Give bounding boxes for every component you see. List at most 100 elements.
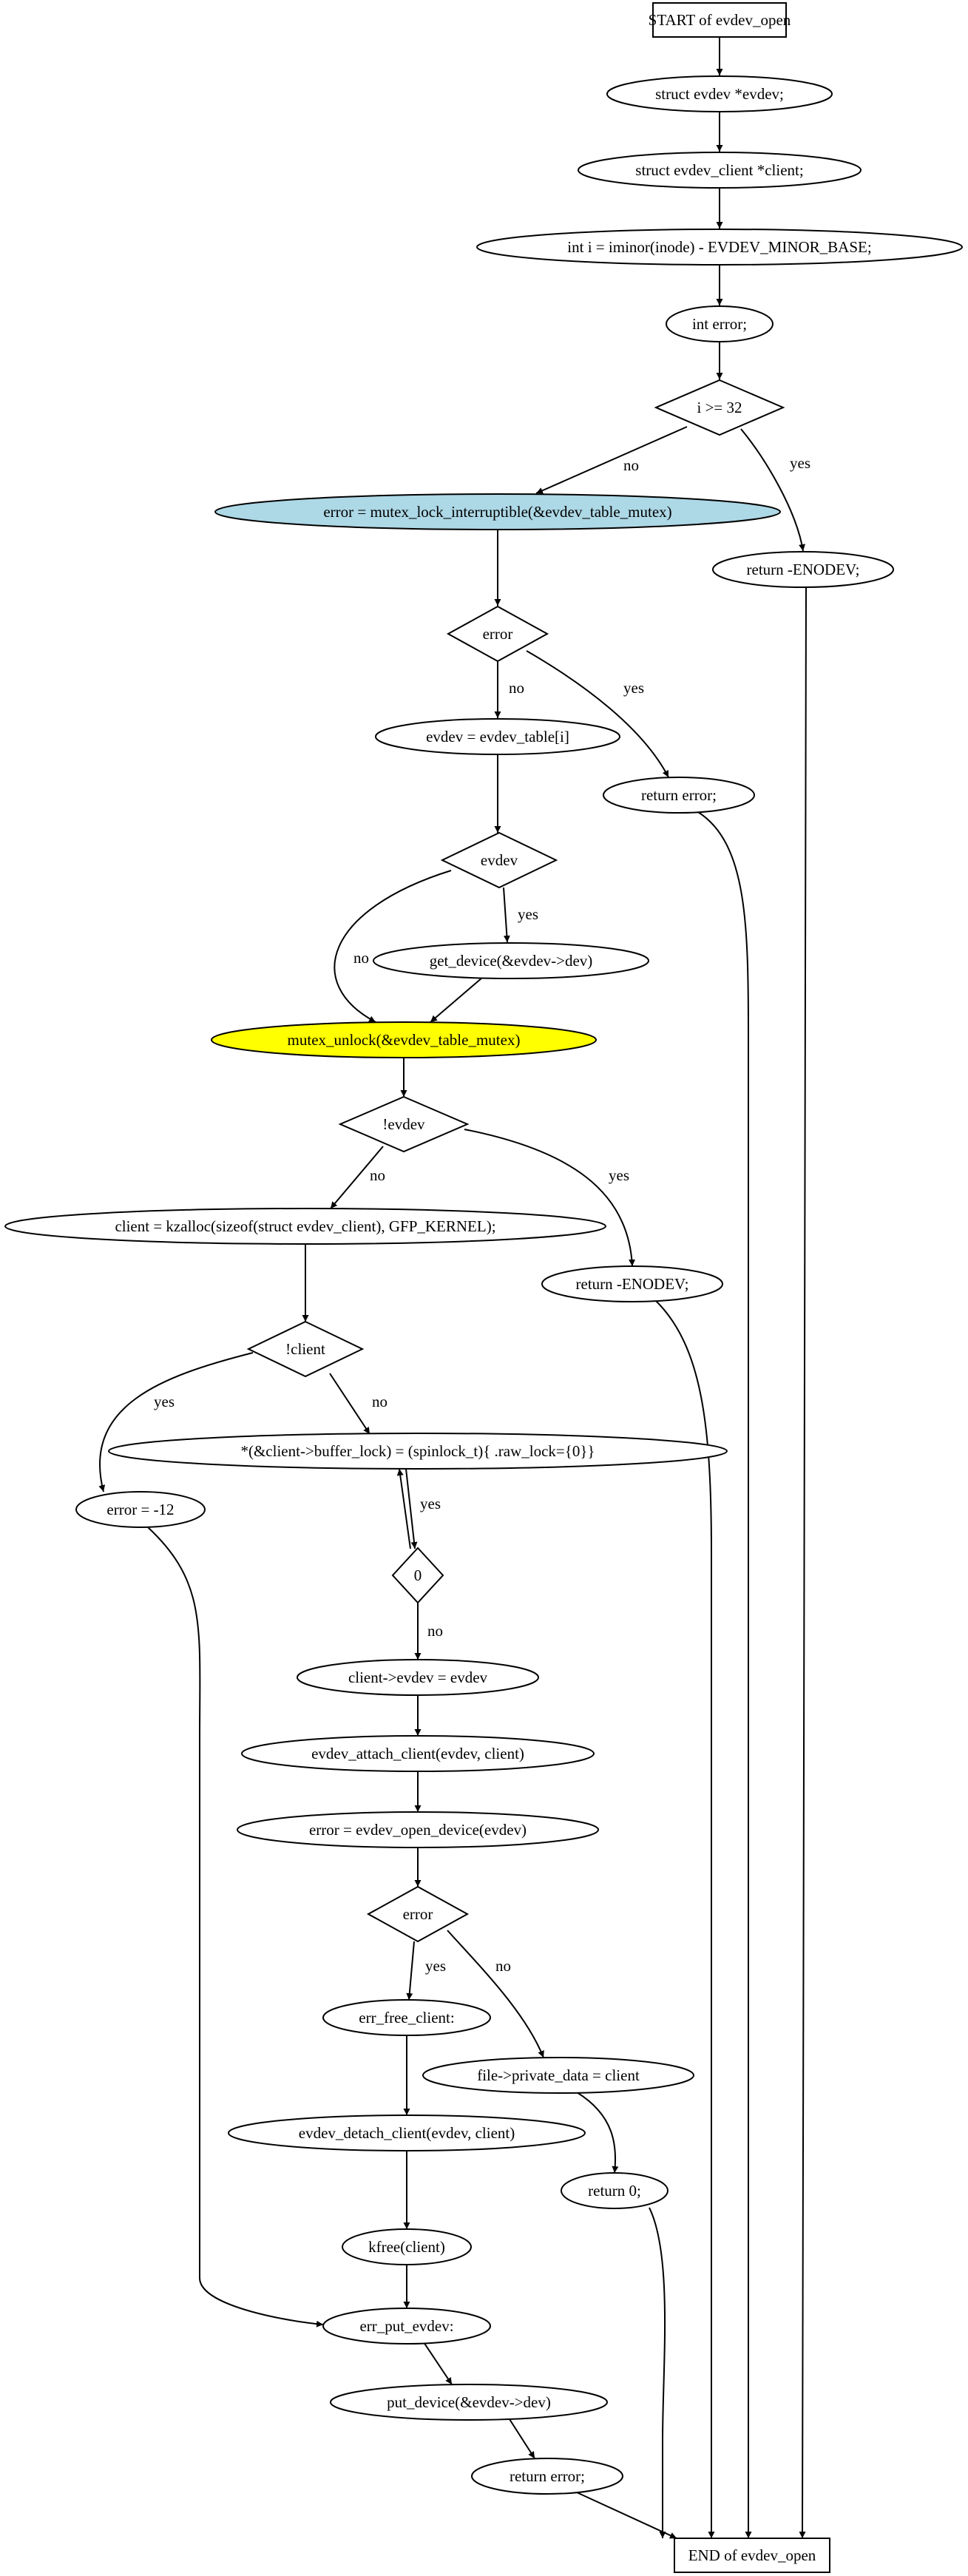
node-ret-error1: return error; [603,777,755,814]
node-cond-i: i >= 32 [654,379,785,436]
edge-arrow-16 [330,1146,384,1209]
edge-arrow-27 [406,1941,415,2001]
node-cond-not-evdev-label: !evdev [382,1115,425,1133]
node-client-evdev-shape [297,1659,539,1696]
edge-label-cond-not-client-yes: yes [154,1393,175,1410]
node-assign-evdev-label: evdev = evdev_table[i] [426,728,569,746]
node-lock: error = mutex_lock_interruptible(&evdev_… [214,493,781,530]
edge-arrow-39 [697,811,752,2538]
node-spinlock-label: *(&client->buffer_lock) = (spinlock_t){ … [240,1442,595,1460]
node-err-put-evdev-label: err_put_evdev: [359,2317,453,2335]
edge-label-cond-i-yes: yes [790,454,810,472]
node-put-device-label: put_device(&evdev->dev) [387,2393,551,2411]
edge-arrow-35 [509,2418,535,2459]
node-attach-label: evdev_attach_client(evdev, client) [311,1745,524,1762]
node-open-device: error = evdev_open_device(evdev) [237,1811,599,1848]
node-kfree-shape [342,2228,472,2265]
node-open-device-label: error = evdev_open_device(evdev) [309,1821,527,1839]
node-decl-i-label: int i = iminor(inode) - EVDEV_MINOR_BASE… [567,238,871,256]
node-end-label: END of evdev_open [688,2546,816,2564]
node-kzalloc-shape [4,1208,606,1245]
node-ret-error2-label: return error; [510,2467,585,2485]
node-lock-label: error = mutex_lock_interruptible(&evdev_… [323,503,671,521]
node-cond-not-client-shape [246,1320,365,1378]
node-cond-zero-label: 0 [414,1566,422,1584]
node-assign-evdev-shape [375,718,620,755]
node-decl-client-shape [578,152,862,189]
node-put-device-shape [330,2384,608,2421]
edge-arrow-40 [799,586,807,2539]
edge-arrow-7 [740,428,805,552]
node-ret-error2-shape [471,2458,623,2495]
node-cond-error1: error [446,605,549,663]
node-cond-zero-shape [391,1546,444,1604]
edge-arrow-12 [503,887,510,943]
node-decl-evdev-shape [606,75,833,112]
node-ret-enodev2-label: return -ENODEV; [576,1275,689,1293]
edge-label-cond-evdev-no: no [353,949,369,967]
edge-label-cond-i-no: no [623,456,639,474]
node-end: END of evdev_open [674,2538,830,2573]
node-cond-not-client-label: !client [285,1340,325,1358]
node-private-data: file->private_data = client [422,2057,694,2094]
node-ret-error1-label: return error; [641,786,717,804]
node-ret-enodev1-label: return -ENODEV; [747,561,860,578]
edge-label-cond-error2-no: no [495,1957,511,1975]
node-put-device: put_device(&evdev->dev) [330,2384,608,2421]
node-start-shape [652,2,787,38]
node-decl-error-label: int error; [692,315,747,333]
node-decl-i: int i = iminor(inode) - EVDEV_MINOR_BASE… [476,229,963,266]
edge-label-cond-zero-yes: yes [420,1495,441,1512]
node-assign-evdev: evdev = evdev_table[i] [375,718,620,755]
node-return0: return 0; [561,2172,669,2209]
edge-label-cond-not-client-no: no [372,1393,387,1410]
edge-arrow-33 [147,1527,324,2327]
node-decl-evdev: struct evdev *evdev; [606,75,833,112]
node-cond-error2: error [366,1885,470,1943]
node-return0-label: return 0; [588,2182,641,2200]
edge-arrow-37 [649,2207,666,2538]
node-ret-error1-shape [603,777,755,814]
node-err-put-evdev-shape [322,2308,491,2345]
edge-arrow-38 [654,1299,715,2538]
node-decl-client-label: struct evdev_client *client; [635,161,803,179]
node-cond-evdev: evdev [440,831,558,889]
edge-label-cond-error1-yes: yes [623,679,644,697]
edge-label-cond-evdev-yes: yes [518,905,538,923]
node-err-free-client: err_free_client: [322,1999,491,2036]
node-error-12-label: error = -12 [106,1501,174,1518]
node-cond-i-shape [654,379,785,436]
node-private-data-label: file->private_data = client [477,2066,640,2084]
edge-arrow-34 [423,2342,453,2385]
node-ret-error2: return error; [471,2458,623,2495]
node-attach: evdev_attach_client(evdev, client) [241,1735,595,1772]
node-decl-client: struct evdev_client *client; [578,152,862,189]
edge-arrow-21 [396,1468,411,1549]
node-detach-label: evdev_detach_client(evdev, client) [299,2124,515,2142]
node-cond-i-label: i >= 32 [697,399,742,416]
node-cond-evdev-label: evdev [481,851,518,869]
node-cond-error1-shape [446,605,549,663]
edge-label-cond-zero-no: no [427,1622,443,1640]
edge-arrow-28 [447,1930,544,2058]
node-kzalloc: client = kzalloc(sizeof(struct evdev_cli… [4,1208,606,1245]
node-start-label: START of evdev_open [649,11,791,29]
node-attach-shape [241,1735,595,1772]
node-ret-enodev2-shape [541,1265,723,1302]
edge-arrow-10 [526,650,669,778]
node-start: START of evdev_open [649,2,791,38]
node-cond-evdev-shape [440,831,558,889]
edge-arrow-13 [334,870,452,1023]
node-cond-zero: 0 [391,1546,444,1604]
edge-arrow-30 [576,2092,619,2174]
node-ret-enodev2: return -ENODEV; [541,1265,723,1302]
edge-label-cond-not-evdev-yes: yes [609,1166,629,1184]
node-detach: evdev_detach_client(evdev, client) [228,2114,586,2151]
edge-label-cond-error1-no: no [509,679,524,697]
node-ret-enodev1-shape [712,551,894,588]
node-ret-enodev1: return -ENODEV; [712,551,894,588]
node-decl-evdev-label: struct evdev *evdev; [655,85,784,103]
